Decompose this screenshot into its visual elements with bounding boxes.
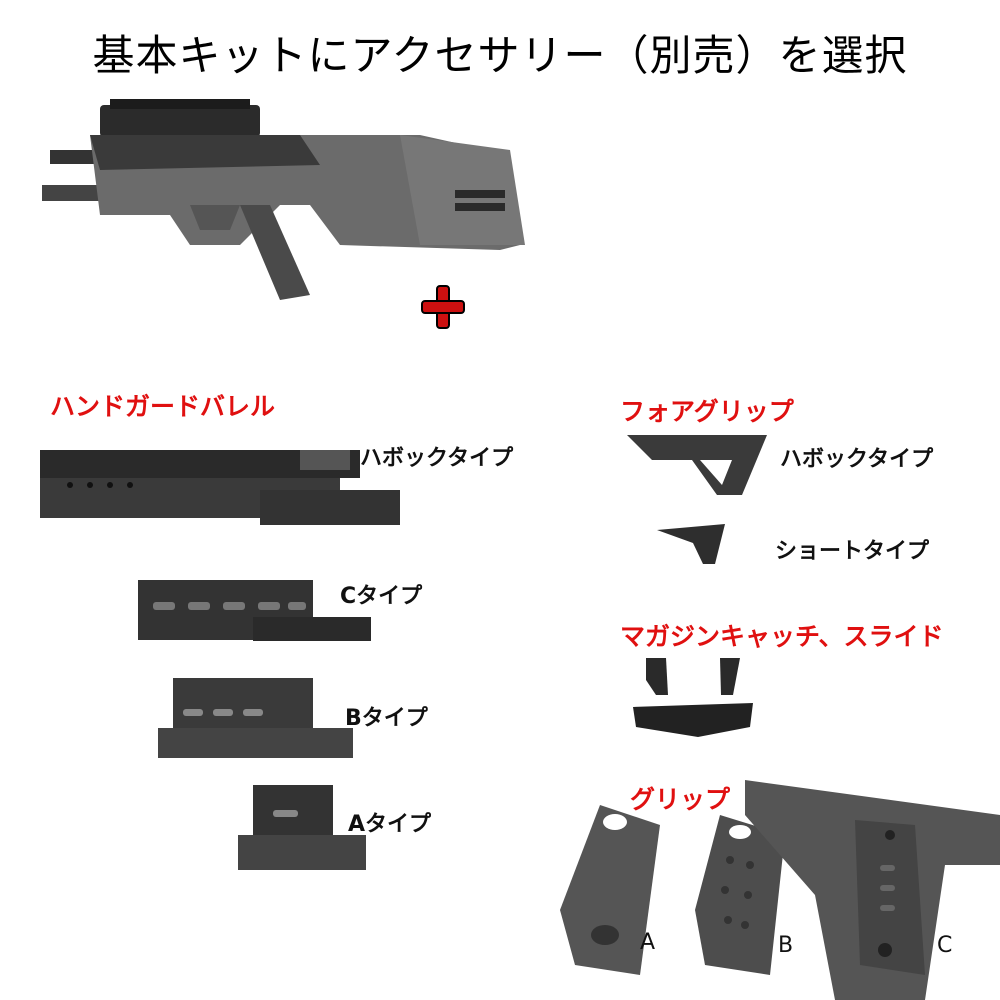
section-title-foregrip: フォアグリップ <box>620 397 794 426</box>
grip-label-a: A <box>640 930 656 955</box>
section-title-handguard: ハンドガードバレル <box>50 392 276 421</box>
handguard-label-havoc: ハボックタイプ <box>360 446 514 471</box>
grip-c-image <box>735 775 1000 1000</box>
base-kit-rifle-image <box>40 95 540 305</box>
handguard-label-a: Aタイプ <box>348 812 432 837</box>
handguard-a-image <box>238 780 368 875</box>
handguard-label-b: Bタイプ <box>345 706 428 731</box>
page-title: 基本キットにアクセサリー（別売）を選択 <box>92 31 908 80</box>
foregrip-havoc-image <box>622 430 772 500</box>
grip-label-b: B <box>778 933 794 958</box>
grip-a-image <box>555 800 665 980</box>
foregrip-label-short: ショートタイプ <box>775 539 930 564</box>
grip-b-image <box>690 810 790 980</box>
section-title-magcatch: マガジンキャッチ、スライド <box>620 622 944 651</box>
section-title-grip: グリップ <box>630 785 731 814</box>
foregrip-label-havoc: ハボックタイプ <box>780 447 934 472</box>
magcatch-parts-image <box>628 655 758 740</box>
handguard-c-image <box>138 575 373 645</box>
plus-icon <box>418 282 468 332</box>
grip-label-c: C <box>937 933 953 958</box>
handguard-label-c: Cタイプ <box>340 584 423 609</box>
handguard-havoc-image <box>40 440 410 535</box>
handguard-b-image <box>158 673 358 763</box>
foregrip-short-image <box>655 518 730 568</box>
